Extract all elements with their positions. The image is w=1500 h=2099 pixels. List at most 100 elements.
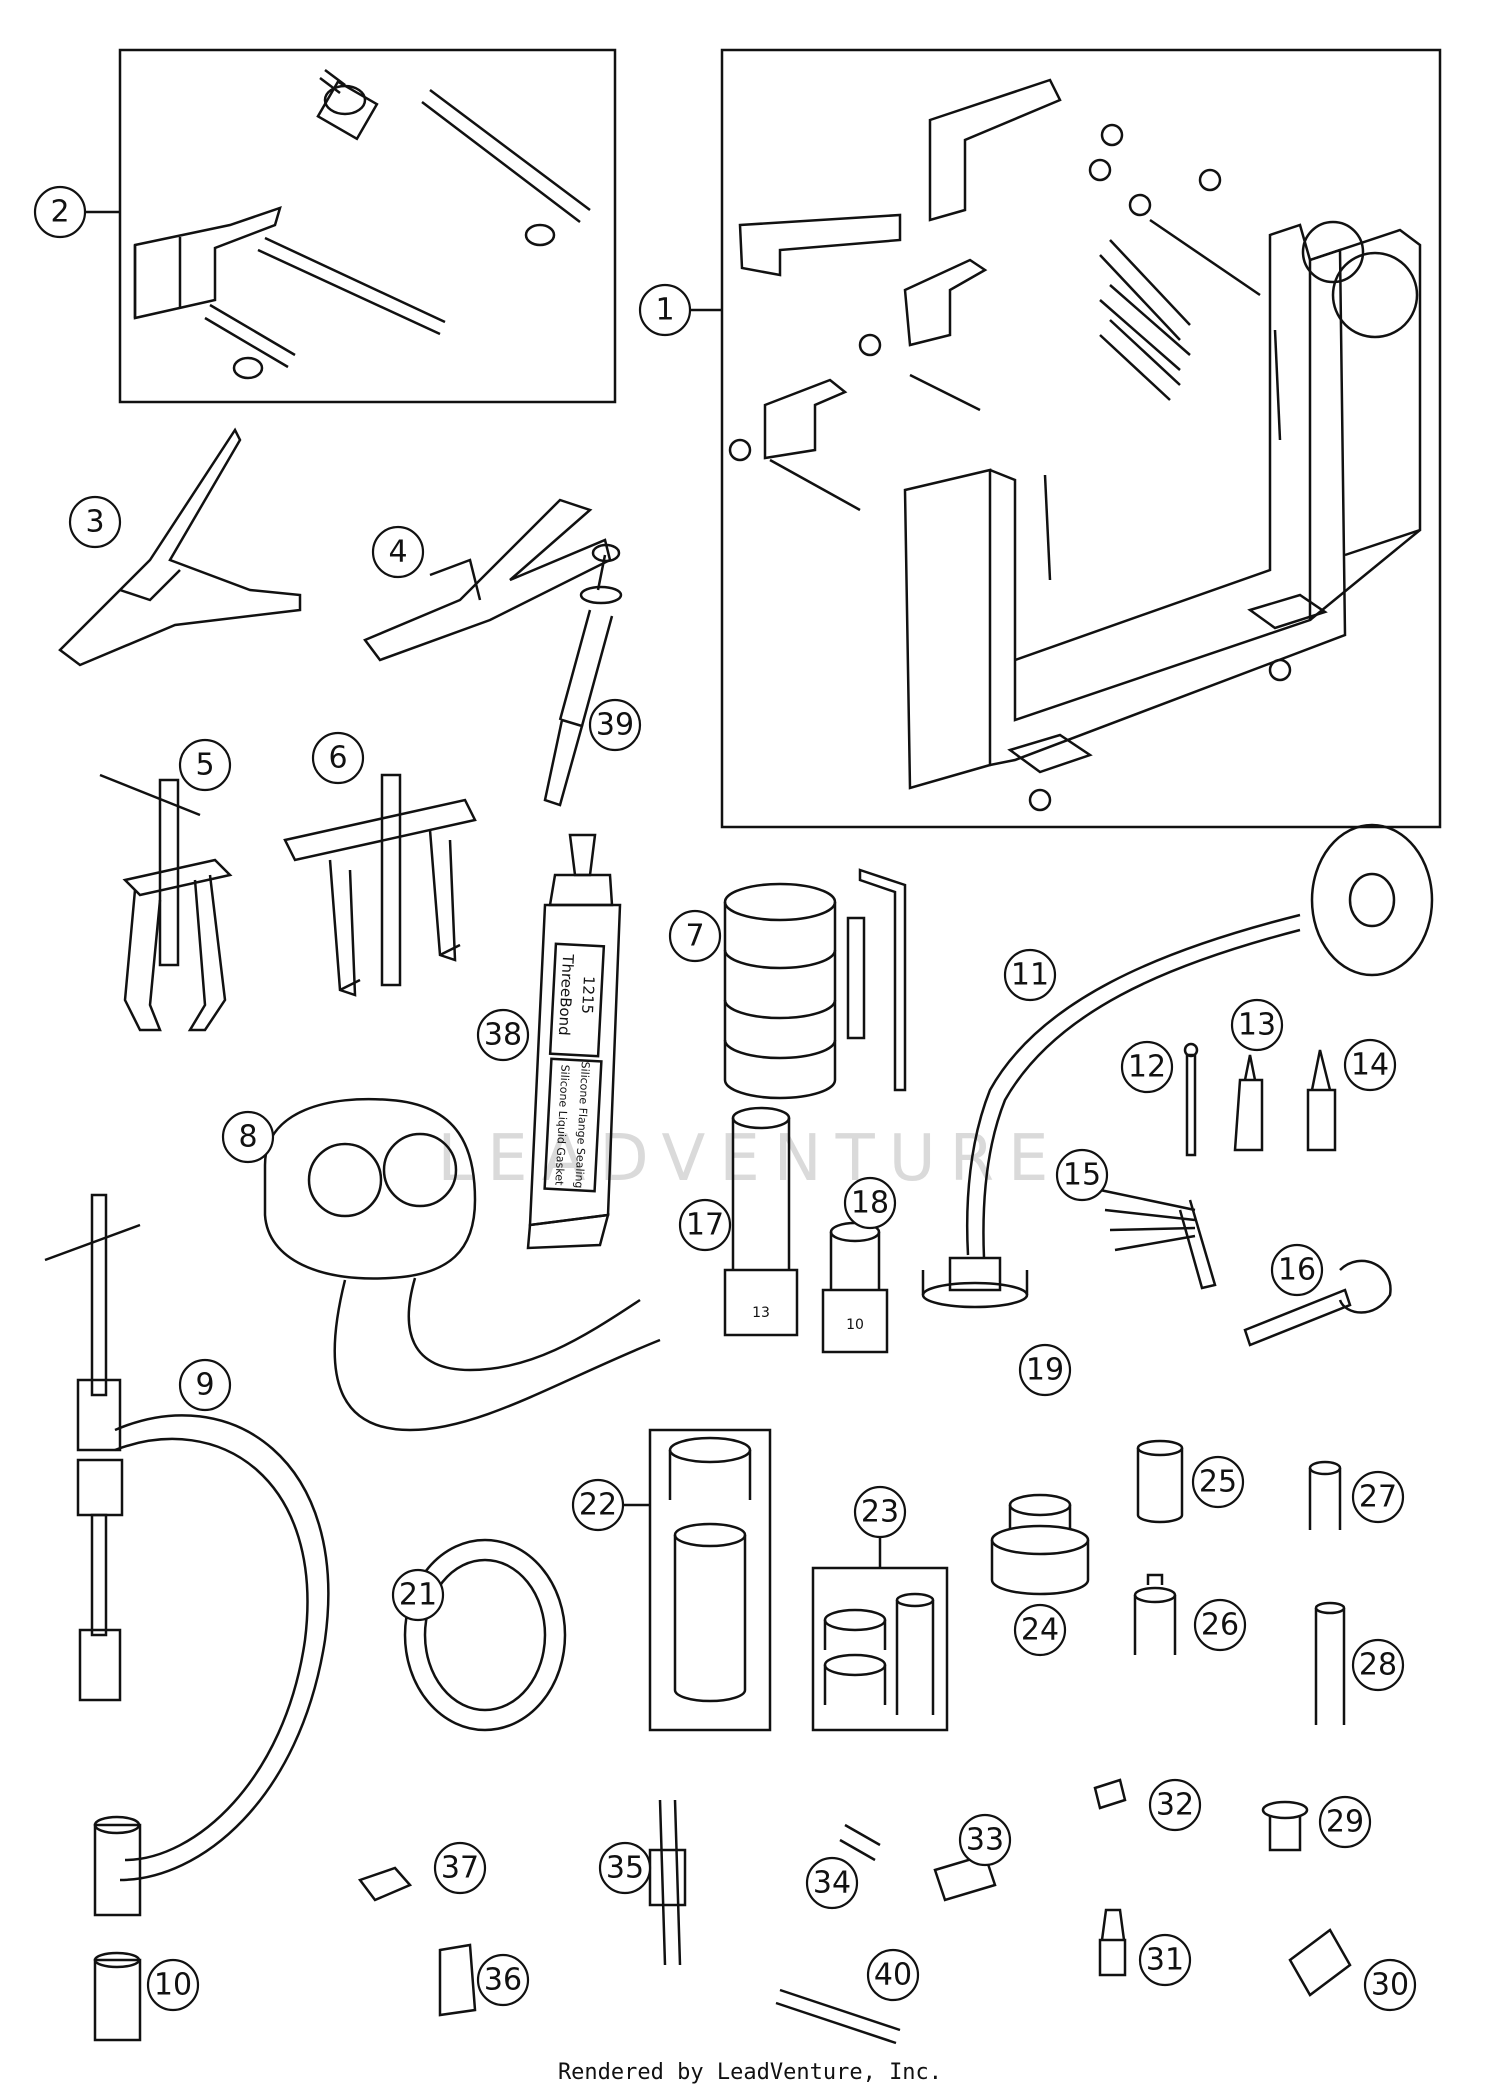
svg-text:6: 6 [328, 741, 347, 776]
clutch-holder-21 [403, 1538, 567, 1732]
svg-text:24: 24 [1021, 1613, 1059, 1648]
svg-text:28: 28 [1359, 1648, 1397, 1683]
callout-30: 30 [1363, 1958, 1417, 2012]
tube-code-label: 1215 [578, 975, 598, 1014]
sockets-17-18: 13 10 [723, 1106, 889, 1354]
svg-text:11: 11 [1011, 958, 1049, 993]
syringe-39 [543, 543, 623, 807]
tube-desc-1: Silicone Liquid Gasket [552, 1064, 571, 1186]
svg-text:12: 12 [1128, 1050, 1166, 1085]
callout-11: 11 [1003, 948, 1057, 1002]
credit-line: Rendered by LeadVenture, Inc. [557, 2060, 943, 2085]
kit-box-1-stand [690, 48, 1442, 829]
callout-34: 34 [805, 1856, 859, 1910]
svg-text:2: 2 [50, 195, 69, 230]
callout-37: 37 [433, 1841, 487, 1895]
svg-text:25: 25 [1199, 1465, 1237, 1500]
svg-text:31: 31 [1146, 1943, 1184, 1978]
svg-text:27: 27 [1359, 1480, 1397, 1515]
callout-31: 31 [1138, 1933, 1192, 1987]
tools-25-28 [1133, 1439, 1346, 1725]
puller-6 [283, 773, 477, 997]
svg-text:1: 1 [655, 293, 674, 328]
hex-keys-15 [1099, 1188, 1217, 1290]
svg-text:22: 22 [579, 1488, 617, 1523]
callout-36: 36 [476, 1953, 530, 2007]
svg-text:13: 13 [1238, 1008, 1276, 1043]
svg-text:14: 14 [1351, 1048, 1389, 1083]
callout-35: 35 [598, 1841, 652, 1895]
callout-5: 5 [178, 738, 232, 792]
callout-17: 17 [678, 1198, 732, 1252]
callout-23: 23 [853, 1485, 907, 1539]
svg-text:26: 26 [1201, 1608, 1239, 1643]
callouts: 1 2 3 4 5 6 7 8 9 10 11 12 13 14 15 16 1… [33, 185, 1417, 2012]
svg-text:17: 17 [686, 1208, 724, 1243]
spanner-16 [1243, 1259, 1392, 1347]
svg-text:4: 4 [388, 535, 407, 570]
svg-text:23: 23 [861, 1495, 899, 1530]
svg-text:9: 9 [195, 1368, 214, 1403]
small-tools-12-14 [1183, 1042, 1337, 1157]
callout-25: 25 [1191, 1455, 1245, 1509]
svg-text:29: 29 [1326, 1805, 1364, 1840]
callout-26: 26 [1193, 1598, 1247, 1652]
kit-box-2 [82, 48, 617, 404]
pliers-4 [363, 498, 612, 662]
puller-5 [99, 773, 233, 1032]
svg-text:18: 18 [851, 1186, 889, 1221]
callout-13: 13 [1230, 998, 1284, 1052]
pliers-3 [58, 427, 302, 667]
gauge-8 [263, 1097, 661, 1432]
callout-33: 33 [958, 1813, 1012, 1867]
svg-text:8: 8 [238, 1120, 257, 1155]
svg-text:21: 21 [399, 1578, 437, 1613]
callout-29: 29 [1318, 1795, 1372, 1849]
callout-1: 1 [638, 283, 692, 337]
watermark: LEADVENTURE [438, 1122, 1063, 1196]
callout-9: 9 [178, 1358, 232, 1412]
tube-brand-label: ThreeBond [555, 953, 577, 1036]
callout-12: 12 [1120, 1040, 1174, 1094]
adapter-10 [93, 1951, 142, 2042]
callout-21: 21 [391, 1568, 445, 1622]
socket-13-label: 13 [752, 1305, 770, 1321]
svg-text:40: 40 [874, 1958, 912, 1993]
svg-text:3: 3 [85, 505, 104, 540]
callout-4: 4 [371, 525, 425, 579]
callout-22: 22 [571, 1478, 625, 1532]
callout-18: 18 [843, 1176, 897, 1230]
callout-40: 40 [866, 1948, 920, 2002]
kit-box-23 [811, 1538, 949, 1732]
tool-24 [990, 1493, 1090, 1596]
svg-text:16: 16 [1278, 1253, 1316, 1288]
callout-38: 38 [476, 1008, 530, 1062]
svg-text:33: 33 [966, 1823, 1004, 1858]
callout-27: 27 [1351, 1470, 1405, 1524]
callout-7: 7 [668, 909, 722, 963]
valve-spring-compressor-9 [44, 1193, 330, 1917]
small-parts-29-40 [357, 1778, 1352, 2045]
svg-text:7: 7 [685, 919, 704, 954]
svg-text:35: 35 [606, 1851, 644, 1886]
svg-text:36: 36 [484, 1963, 522, 1998]
callout-3: 3 [68, 495, 122, 549]
callout-14: 14 [1343, 1038, 1397, 1092]
callout-6: 6 [311, 731, 365, 785]
svg-text:19: 19 [1026, 1353, 1064, 1388]
svg-text:32: 32 [1156, 1788, 1194, 1823]
callout-16: 16 [1270, 1243, 1324, 1297]
callout-8: 8 [221, 1110, 275, 1164]
svg-text:5: 5 [195, 748, 214, 783]
ring-compressor-7 [723, 868, 907, 1100]
svg-text:10: 10 [154, 1968, 192, 2003]
svg-text:39: 39 [596, 708, 634, 743]
callout-19: 19 [1018, 1343, 1072, 1397]
callout-28: 28 [1351, 1638, 1405, 1692]
svg-text:30: 30 [1371, 1968, 1409, 2003]
callout-15: 15 [1055, 1148, 1109, 1202]
callout-10: 10 [146, 1958, 200, 2012]
callout-24: 24 [1013, 1603, 1067, 1657]
svg-text:34: 34 [813, 1866, 851, 1901]
